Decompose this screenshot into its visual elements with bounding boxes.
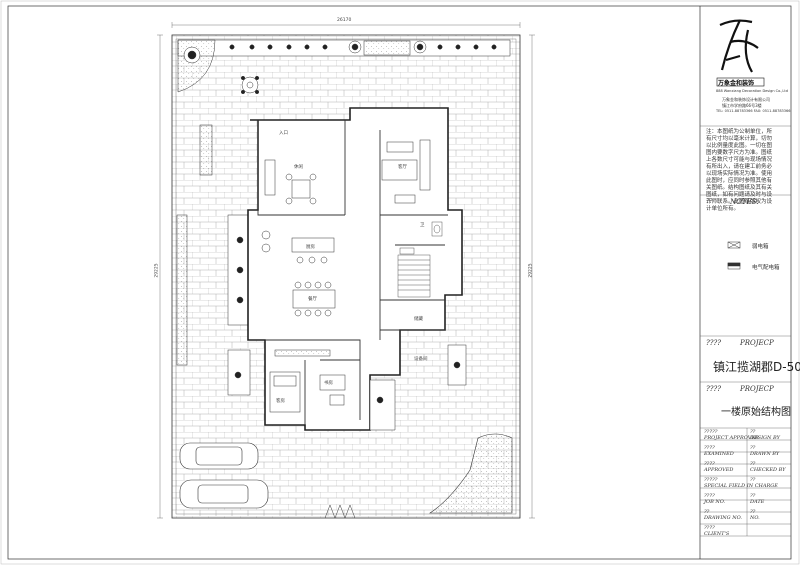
row-right-label: DRAWN BY	[750, 451, 780, 457]
row-left-placeholder: ?????	[704, 477, 718, 483]
row-left-label: EXAMINED	[704, 451, 734, 457]
dimension-right: 29225	[528, 263, 534, 278]
row-left-placeholder: ????	[704, 461, 715, 467]
company-tel: TEL: 0511-88783366 FAX: 0511-88783366	[716, 109, 791, 113]
row-right-placeholder: ??	[750, 429, 756, 435]
kitchen-island	[261, 230, 335, 264]
dimension-top: 26170	[337, 18, 352, 23]
company-logo	[716, 19, 765, 87]
corner-garden	[177, 39, 260, 95]
company-name: 万象金和装饰	[718, 80, 755, 87]
room-label-kitchen: 厨房	[306, 245, 315, 250]
row-right-placeholder: ??	[750, 477, 756, 483]
room-label-dining: 餐厅	[308, 297, 317, 302]
notes-label: NOTES:	[730, 198, 759, 206]
row-left-placeholder: ????	[704, 445, 715, 451]
row-left-label: SPECIAL FIELD IN CHARGE	[704, 483, 778, 489]
dining-table	[292, 281, 336, 317]
row-left-placeholder: ?????	[704, 429, 718, 435]
row-left-label: JOB NO.	[704, 499, 726, 505]
garage-cars	[179, 442, 269, 509]
row-right-label: CHECKED BY	[750, 467, 786, 473]
row-left-label: APPROVED	[704, 467, 734, 473]
drawing-label: PROJECP	[740, 385, 774, 393]
row-left-placeholder: ??	[704, 509, 710, 515]
bottom-right-garden	[428, 433, 513, 514]
project-label: PROJECP	[740, 339, 774, 347]
row-right-placeholder: ??	[750, 461, 756, 467]
right-planters	[369, 344, 467, 431]
company-address: 镇江市学府路66号3楼	[722, 103, 762, 108]
cross-icon	[727, 241, 741, 249]
tea-furniture	[264, 159, 317, 205]
legend-weak-current: 弱电箱	[752, 244, 769, 250]
bath-fixtures	[399, 221, 443, 255]
row-right-placeholder: ??	[750, 509, 756, 515]
room-label-guest: 客房	[276, 399, 285, 404]
drawing-name: 一楼原始结构图	[721, 407, 791, 418]
top-planter	[177, 39, 511, 57]
stair	[397, 254, 431, 298]
row-left-label: DRAWING NO.	[704, 515, 743, 521]
drawing-frame	[7, 5, 792, 560]
notes-text: 注：本图纸为公制单位，所有尺寸均以毫米计算，切勿以比例量度此图。一切在图图内要数…	[706, 129, 773, 212]
room-label-tea: 休闲	[294, 165, 303, 170]
drawing-placeholder: ????	[706, 385, 722, 393]
room-label-bath: 卫	[420, 223, 425, 228]
room-label-living: 客厅	[398, 165, 407, 170]
room-label-utility: 设备间	[414, 357, 428, 362]
row-left-placeholder: ????	[704, 525, 715, 531]
dimension-lines	[157, 22, 535, 519]
row-right-label: NO.	[750, 515, 760, 521]
interior-walls	[257, 120, 448, 425]
room-label-storage: 储藏	[414, 317, 423, 322]
row-right-placeholder: ??	[750, 493, 756, 499]
room-label-study: 书房	[324, 381, 333, 386]
row-right-label: DATE	[750, 499, 765, 505]
row-left-label: CLIENT'S	[704, 531, 730, 537]
project-placeholder: ????	[706, 339, 722, 347]
dimension-left: 29225	[154, 263, 160, 278]
entry-steps	[324, 504, 356, 519]
company-full-name: 万象金和装饰设计有限公司	[722, 97, 770, 102]
company-sub-en: 888 Wanxiang Decoration Design Co.,Ltd	[716, 89, 788, 93]
row-left-label: PROJECT APPROVER	[704, 435, 759, 441]
room-label-entry: 入口	[279, 131, 288, 136]
row-right-label: DESIGN BY	[750, 435, 780, 441]
lower-rooms-furniture	[269, 349, 346, 413]
living-furniture	[381, 139, 431, 204]
row-left-placeholder: ????	[704, 493, 715, 499]
title-block-grid	[700, 125, 791, 537]
legend-symbols	[727, 241, 741, 270]
legend-distribution-box: 电气配电箱	[752, 265, 780, 271]
project-name: 镇江揽湖郡D-50	[713, 360, 800, 374]
notes-placeholder: ??	[706, 198, 713, 205]
row-right-placeholder: ??	[750, 445, 756, 451]
